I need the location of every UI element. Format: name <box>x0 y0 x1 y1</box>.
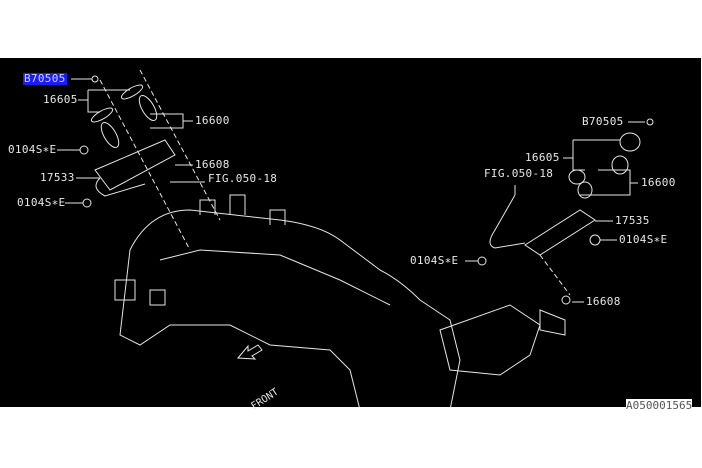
part-label-16608-right[interactable]: 16608 <box>586 295 621 308</box>
part-label-17533[interactable]: 17533 <box>40 171 75 184</box>
part-label-16600-right[interactable]: 16600 <box>641 176 676 189</box>
part-label-b70505-left[interactable]: B70505 <box>23 72 67 85</box>
part-label-0104s-e-left-lower[interactable]: 0104S∗E <box>17 196 66 209</box>
part-label-0104s-e-right[interactable]: 0104S∗E <box>619 233 668 246</box>
part-label-0104s-e-left-upper[interactable]: 0104S∗E <box>8 143 57 156</box>
part-label-16608-left[interactable]: 16608 <box>195 158 230 171</box>
figure-id: A050001565 <box>626 399 693 412</box>
part-label-b70505-right[interactable]: B70505 <box>582 115 624 128</box>
fig-ref-right[interactable]: FIG.050-18 <box>484 167 554 180</box>
part-label-16605-left[interactable]: 16605 <box>43 93 78 106</box>
part-label-16605-right[interactable]: 16605 <box>525 151 560 164</box>
fig-ref-left[interactable]: FIG.050-18 <box>208 172 278 185</box>
part-label-17535[interactable]: 17535 <box>615 214 650 227</box>
part-label-0104s-e-center[interactable]: 0104S∗E <box>410 254 459 267</box>
diagram-panel: B70505 16605 16600 0104S∗E 16608 17533 F… <box>0 58 701 412</box>
part-label-16600-left[interactable]: 16600 <box>195 114 230 127</box>
intake-manifold-drawing <box>57 69 654 407</box>
